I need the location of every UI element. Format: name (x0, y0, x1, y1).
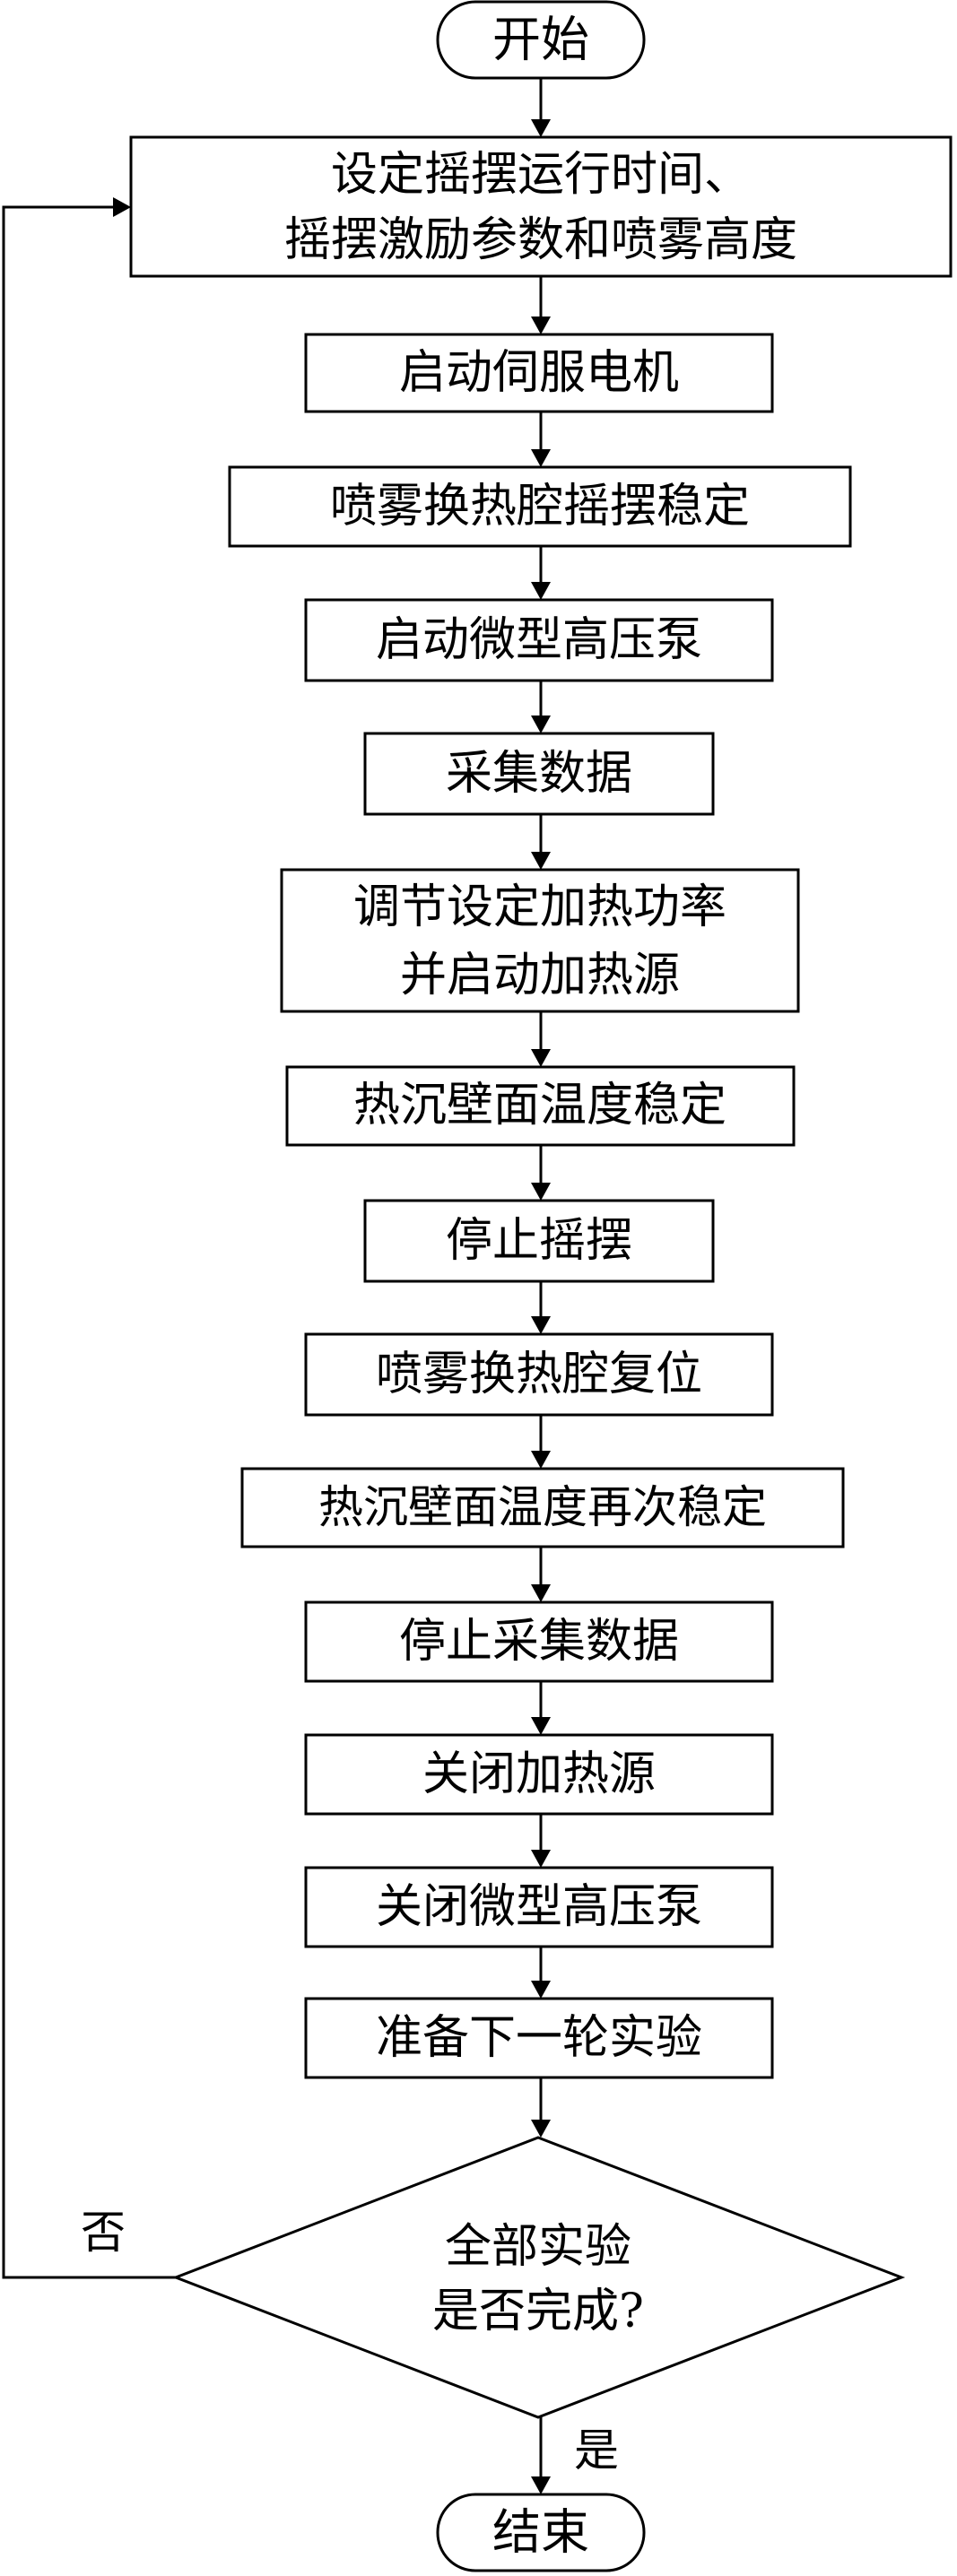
step-10-box (240, 1467, 845, 1548)
step-13-label: 关闭微型高压泵 (376, 1880, 702, 1934)
step-9-label: 喷雾换热腔复位 (376, 1348, 702, 1401)
decision-line-1: 全部实验 (445, 2220, 631, 2274)
step-5-label: 采集数据 (446, 747, 632, 801)
step-10-label: 热沉壁面温度再次稳定 (318, 1481, 767, 1533)
no-branch-label: 否 (81, 2207, 126, 2259)
decision-line-2: 是否完成? (432, 2285, 644, 2338)
step-4-label: 启动微型高压泵 (376, 613, 702, 667)
step-3-label: 喷雾换热腔摇摆稳定 (330, 480, 750, 533)
step-2-box (304, 333, 774, 413)
step-1-line-2: 摇摆激励参数和喷雾高度 (284, 213, 797, 267)
step-3-box (228, 465, 852, 548)
step-8-box (363, 1199, 715, 1283)
step-8-label: 停止摇摆 (446, 1214, 632, 1268)
step-4-box (304, 598, 774, 682)
step-7-box (285, 1065, 796, 1147)
connector-arrows (531, 78, 551, 2494)
step-5-box (363, 732, 715, 816)
yes-branch-label: 是 (574, 2424, 619, 2476)
step-11-box (304, 1600, 774, 1683)
step-6-line-2: 并启动加热源 (400, 949, 680, 1002)
step-1-line-1: 设定摇摆运行时间、 (331, 148, 751, 202)
step-14-box (304, 1997, 774, 2079)
step-13-box (304, 1866, 774, 1948)
start-label: 开始 (492, 12, 589, 68)
step-11-label: 停止采集数据 (399, 1615, 679, 1669)
loop-back-arrow (2, 197, 176, 2279)
step-14-label: 准备下一轮实验 (376, 2011, 702, 2065)
step-6-line-1: 调节设定加热功率 (353, 880, 726, 934)
step-1-box (129, 135, 953, 278)
step-12-box (304, 1733, 774, 1816)
step-9-box (304, 1332, 774, 1417)
decision-diamond (171, 2136, 906, 2419)
step-7-label: 热沉壁面温度稳定 (353, 1079, 726, 1132)
step-12-label: 关闭加热源 (422, 1748, 656, 1801)
end-label: 结束 (492, 2504, 589, 2561)
step-2-label: 启动伺服电机 (399, 346, 679, 400)
